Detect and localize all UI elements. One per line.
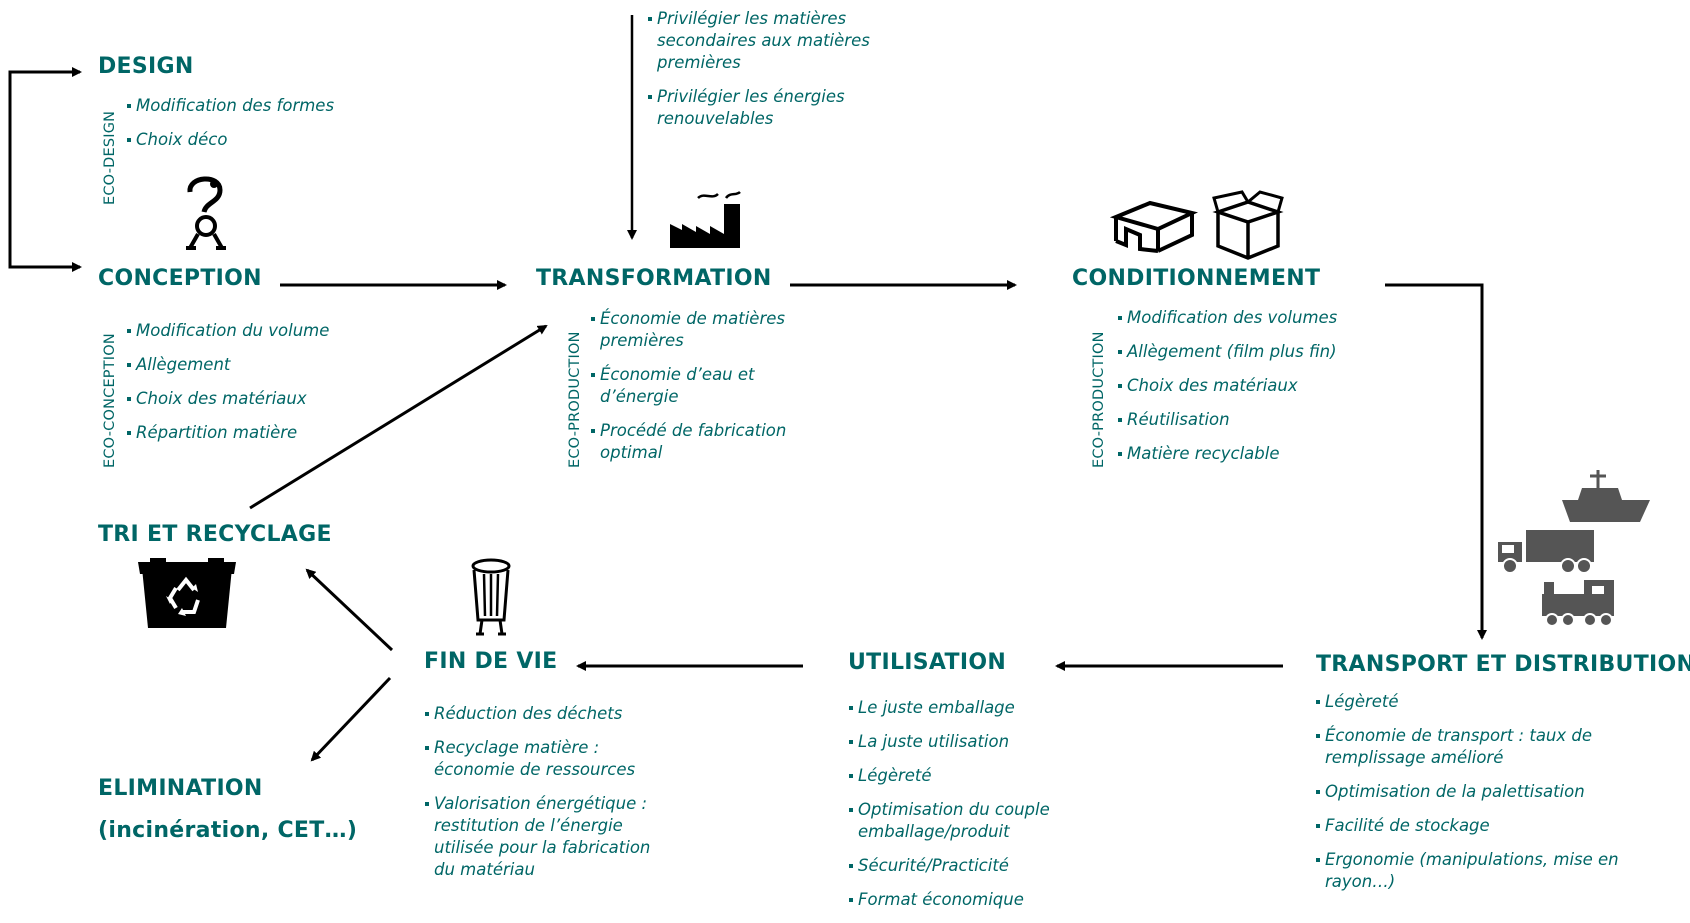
loop-arrow-design (8, 70, 82, 272)
pallet-icon (1110, 200, 1199, 253)
transport-item: Facilité de stockage (1316, 815, 1636, 837)
truck-icon (1498, 530, 1594, 574)
elimination-subtitle: (incinération, CET…) (98, 818, 358, 843)
utilisation-item: Optimisation du couple emballage/produit (849, 799, 1089, 843)
arrow-fin-de-vie-elimination (310, 676, 392, 762)
conditionnement-item: Matière recyclable (1118, 443, 1388, 465)
recycling-bin-icon (138, 558, 236, 628)
conception-list: Modification du volume Allègement Choix … (127, 320, 397, 456)
arrow-fin-de-vie-tri (305, 568, 394, 652)
conception-item: Allègement (127, 354, 397, 376)
eco-production-label-2: ECO-PRODUCTION (1091, 331, 1107, 468)
utilisation-item: Format économique (849, 889, 1089, 911)
eco-conception-label: ECO-CONCEPTION (102, 333, 118, 468)
utilisation-title: UTILISATION (848, 650, 1007, 675)
eco-production-label: ECO-PRODUCTION (567, 331, 583, 468)
conception-item: Modification du volume (127, 320, 397, 342)
conditionnement-title: CONDITIONNEMENT (1072, 266, 1321, 291)
transformation-item: Procédé de fabrication optimal (591, 420, 811, 464)
arrow-tri-transformation (249, 324, 548, 510)
conception-title: CONCEPTION (98, 266, 262, 291)
design-title: DESIGN (98, 54, 194, 79)
train-icon (1542, 580, 1614, 627)
fin-de-vie-item: Réduction des déchets (425, 703, 660, 725)
conditionnement-item: Allègement (film plus fin) (1118, 341, 1388, 363)
fin-de-vie-item: Valorisation énergétique : restitution d… (425, 793, 660, 881)
fin-de-vie-list: Réduction des déchets Recyclage matière … (425, 703, 660, 893)
transport-item: Ergonomie (manipulations, mise en rayon…… (1316, 849, 1636, 893)
conditionnement-item: Modification des volumes (1118, 307, 1388, 329)
fin-de-vie-title: FIN DE VIE (424, 649, 558, 674)
tri-recyclage-title: TRI ET RECYCLAGE (98, 522, 332, 547)
transport-item: Optimisation de la palettisation (1316, 781, 1636, 803)
utilisation-list: Le juste emballage La juste utilisation … (849, 697, 1089, 923)
top-note-list: Privilégier les matières secondaires aux… (648, 8, 893, 142)
transformation-list: Économie de matières premières Économie … (591, 308, 811, 476)
utilisation-item: La juste utilisation (849, 731, 1089, 753)
transformation-item: Économie d’eau et d’énergie (591, 364, 811, 408)
conditionnement-list: Modification des volumes Allègement (fil… (1118, 307, 1388, 477)
boat-icon (1562, 470, 1650, 522)
design-list: Modification des formes Choix déco (127, 95, 387, 163)
fin-de-vie-item: Recyclage matière : économie de ressourc… (425, 737, 660, 781)
utilisation-item: Le juste emballage (849, 697, 1089, 719)
top-note-item: Privilégier les matières secondaires aux… (648, 8, 893, 74)
design-item: Modification des formes (127, 95, 387, 117)
eco-design-label: ECO-DESIGN (102, 110, 118, 205)
arrow-conditionnement-transport (1385, 283, 1487, 640)
transformation-item: Économie de matières premières (591, 308, 811, 352)
transport-list: Légèreté Économie de transport : taux de… (1316, 691, 1636, 905)
transport-title: TRANSPORT ET DISTRIBUTION (1316, 652, 1690, 677)
utilisation-item: Sécurité/Practicité (849, 855, 1089, 877)
transport-item: Économie de transport : taux de rempliss… (1316, 725, 1636, 769)
elimination-title: ELIMINATION (98, 776, 263, 801)
question-person-icon (186, 176, 226, 250)
factory-icon (670, 191, 741, 248)
top-note-item: Privilégier les énergies renouvelables (648, 86, 893, 130)
design-item: Choix déco (127, 129, 387, 151)
transformation-title: TRANSFORMATION (536, 266, 772, 291)
conditionnement-item: Choix des matériaux (1118, 375, 1388, 397)
cardboard-box-icon (1212, 190, 1284, 260)
transport-item: Légèreté (1316, 691, 1636, 713)
conditionnement-item: Réutilisation (1118, 409, 1388, 431)
conception-item: Choix des matériaux (127, 388, 397, 410)
conception-item: Répartition matière (127, 422, 397, 444)
trash-can-icon (471, 558, 511, 636)
utilisation-item: Légèreté (849, 765, 1089, 787)
